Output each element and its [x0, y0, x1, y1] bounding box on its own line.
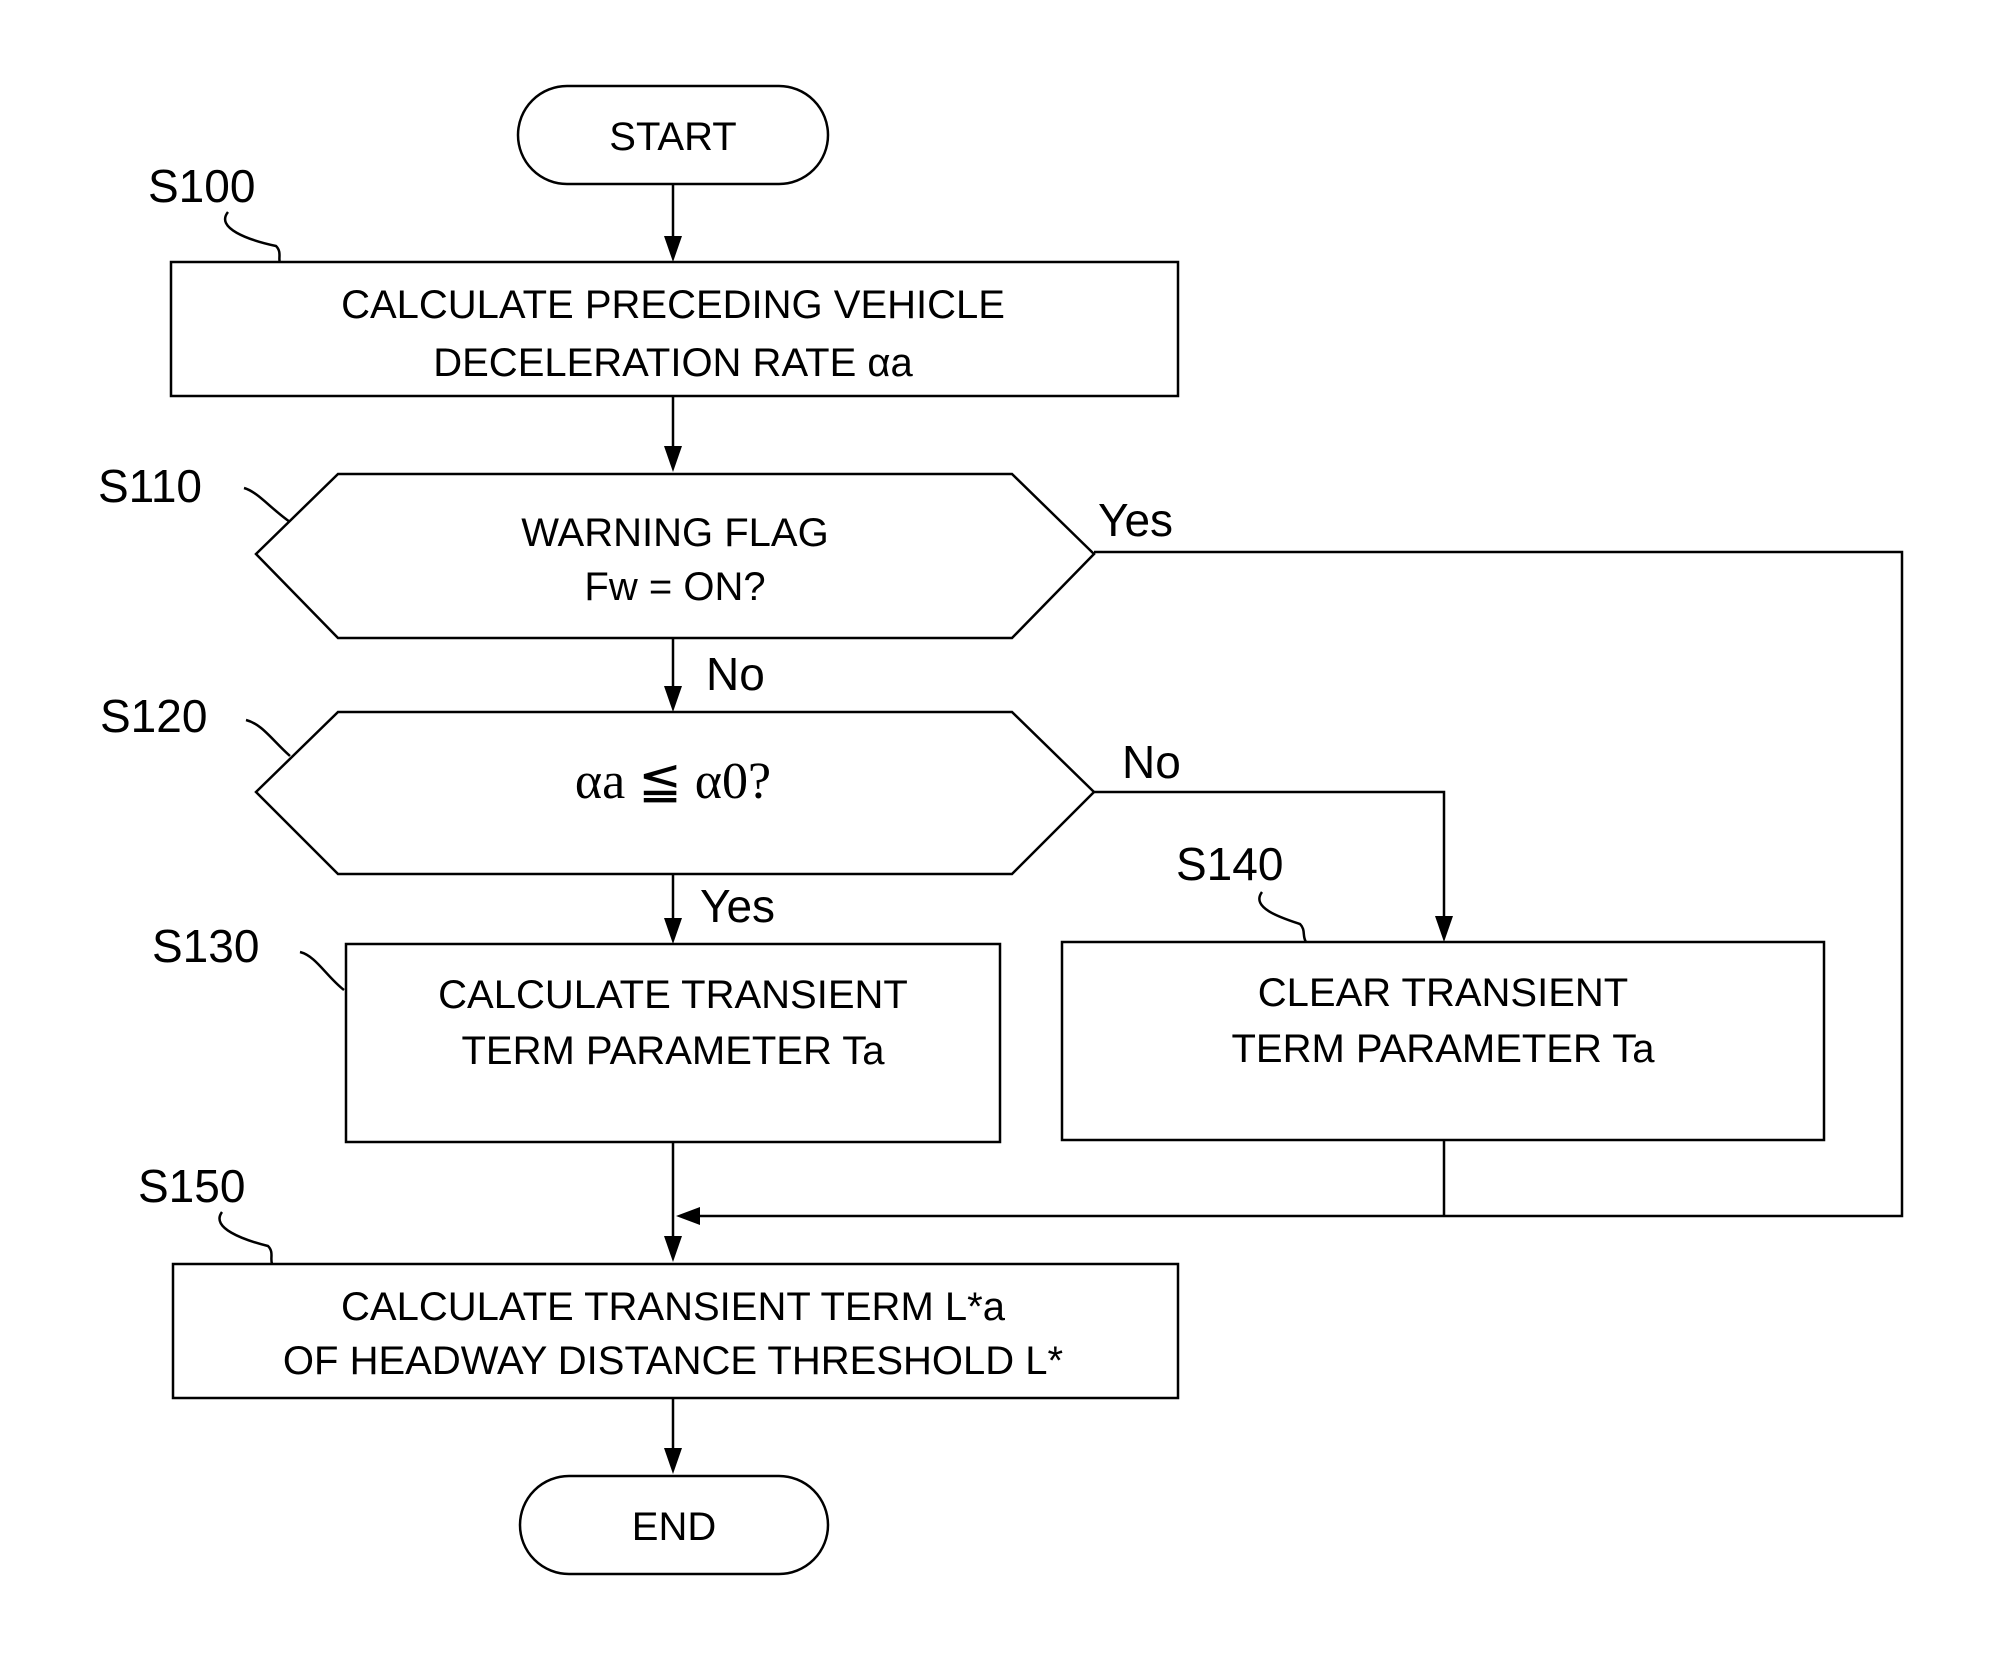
s150-line1: CALCULATE TRANSIENT TERM L*a [341, 1285, 1006, 1329]
leader-s100 [225, 212, 280, 264]
connector-s150-end [664, 1398, 682, 1474]
s130-line2: TERM PARAMETER Ta [461, 1029, 885, 1073]
step-id-s150: S150 [138, 1160, 245, 1212]
decision-s110: S110 WARNING FLAG Fw = ON? [98, 460, 1094, 638]
connector-s130-s150 [664, 1142, 682, 1262]
s110-no-label: No [706, 648, 765, 700]
s130-line1: CALCULATE TRANSIENT [438, 973, 908, 1017]
s100-line2: DECELERATION RATE αa [433, 341, 913, 385]
connector-s120-yes: Yes [664, 874, 775, 944]
step-s100: S100 CALCULATE PRECEDING VEHICLE DECELER… [148, 160, 1178, 396]
connector-s100-s110 [664, 396, 682, 472]
start-label: START [609, 115, 736, 159]
s100-line1: CALCULATE PRECEDING VEHICLE [341, 283, 1005, 327]
step-id-s140: S140 [1176, 838, 1283, 890]
start-terminal: START [518, 86, 828, 184]
decision-hexagon-s110 [256, 474, 1094, 638]
decision-s120: S120 αa ≦ α0? [100, 690, 1094, 874]
s140-line2: TERM PARAMETER Ta [1231, 1027, 1655, 1071]
leader-s120 [246, 720, 290, 756]
connector-start-s100 [664, 184, 682, 262]
step-id-s100: S100 [148, 160, 255, 212]
s140-line1: CLEAR TRANSIENT [1258, 971, 1628, 1015]
end-terminal: END [520, 1476, 828, 1574]
s150-line2: OF HEADWAY DISTANCE THRESHOLD L* [283, 1339, 1063, 1383]
s120-no-label: No [1122, 736, 1181, 788]
leader-s130 [300, 952, 344, 990]
step-s150: S150 CALCULATE TRANSIENT TERM L*a OF HEA… [138, 1160, 1178, 1398]
end-label: END [632, 1505, 716, 1549]
s120-condition: αa ≦ α0? [575, 753, 771, 810]
s120-yes-label: Yes [700, 880, 775, 932]
s110-yes-label: Yes [1098, 494, 1173, 546]
s110-line1: WARNING FLAG [521, 511, 828, 555]
leader-s140 [1259, 892, 1306, 942]
step-id-s130: S130 [152, 920, 259, 972]
step-id-s120: S120 [100, 690, 207, 742]
step-s130: S130 CALCULATE TRANSIENT TERM PARAMETER … [152, 920, 1000, 1142]
step-id-s110: S110 [98, 460, 202, 512]
s110-line2: Fw = ON? [584, 565, 765, 609]
leader-s110 [244, 488, 290, 522]
leader-s150 [220, 1212, 272, 1264]
connector-s110-no: No [664, 638, 765, 712]
